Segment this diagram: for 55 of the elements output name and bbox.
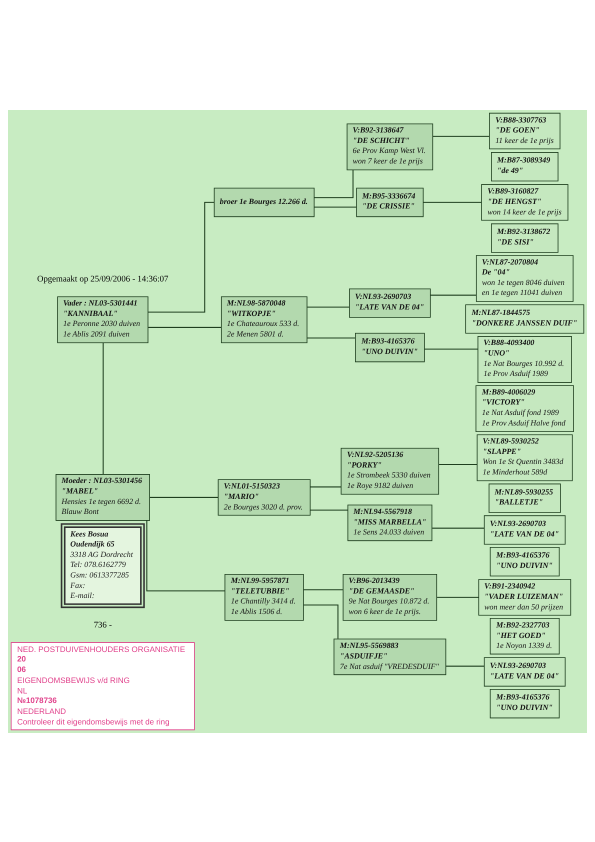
node-box: M:B89-4006029 "VICTORY" 1e Nat Asduif fond 1989 1e Prov Asduif Halve fond [476, 384, 574, 432]
node-box: V:NL01-5150323 "MARIO" 2e Bourges 3020 d. prov. [218, 478, 311, 516]
connector [307, 337, 356, 338]
node-box: V:NL93-2690703 "LATE VAN DE 04" [349, 288, 431, 318]
connector [102, 342, 104, 474]
node-box: V:B96-2013439 "DE GEMAASDE" 9e Nat Bourges 10.872 d. won 6 keer de 1e prijs. [342, 573, 438, 620]
node-box: M:B93-4165376 "UNO DUIVIN" [490, 688, 560, 718]
connector [446, 665, 484, 666]
node-box: V:NL92-5205136 "PORKY" 1e Strombeek 5330 duiven 1e Roye 9182 duiven [340, 447, 440, 494]
node-box: Vader : NL03-5301441 "KANNIBAAL" 1e Peronne 2030 duiven 1e Ablis 2091 duiven [57, 296, 148, 343]
connector [310, 509, 348, 510]
connector [314, 169, 354, 198]
node-box: V:NL93-2690703 "LATE VAN DE 04" [484, 514, 566, 544]
connector [437, 596, 478, 598]
label: Opgemaakt op 25/09/2006 - 14:36:07 [37, 273, 168, 284]
node-box: V:B88-3307763 "DE GOEN" 11 keer de 1e prijs [489, 112, 560, 149]
node-box: M:B92-3138672 "DE SISI" [491, 222, 558, 252]
node-box: NED. POSTDUIVENHOUDERS ORGANISATIE 20 06 EIGENDOMSBEWIJS v/d RING NL №1078736 NEDERLAND Controleer dit eigendomsbewijs met de ring [10, 642, 195, 730]
connector [150, 496, 218, 498]
node-box: Kees Bosua Oudendijk 65 3318 AG Dordrecht Tel: 078.6162779 Gsm: 0613377285 Fax: E-mail: [60, 522, 145, 608]
node-box: Moeder : NL03-5301456 "MABEL" Hensies 1e tegen 6692 d. Blauw Bont [56, 474, 150, 520]
node-box: V:B92-3138647 "DE SCHICHT" 6e Prov Kamp West Vl. won 7 keer de 1e prijs [346, 122, 434, 170]
node-box: M:NL94-5567918 "MISS MARBELLA" 1e Sens 24.033 duiven [347, 504, 432, 541]
connector [304, 588, 343, 590]
node-box: M:B93-4165376 "UNO DUIVIN" [355, 332, 425, 362]
connector [310, 486, 342, 487]
node-box: M:NL99-5957871 "TELETUBBIE" 1e Chantilly 3414 d. 1e Ablis 1506 d. [224, 573, 304, 620]
node-box: M:NL87-1844575 "DONKERE JANSSEN DUIF" [465, 304, 584, 334]
node-box: M:B87-3089349 "de 49" [491, 152, 558, 181]
node-box: M:NL98-5870048 "WITKOPJE" 1e Chateauroux 533 d. 2e Menen 5801 d. [220, 296, 308, 343]
connector [146, 520, 225, 591]
node-box: M:B95-3336674 "DE CRISSIE" [356, 187, 424, 217]
connector [424, 348, 478, 350]
node-box: V:B89-3160827 "DE HENGST" won 14 keer de 1e prijs [481, 184, 568, 220]
connector [148, 326, 222, 328]
connector [438, 464, 478, 465]
label: 736 - [94, 618, 112, 629]
connector [307, 306, 350, 308]
connector [148, 201, 214, 312]
connector [423, 201, 482, 202]
connector [304, 604, 338, 638]
connector [314, 206, 356, 208]
node-box: V:NL87-2070804 De "04" won 1e tegen 8046 duiven en 1e tegen 11041 duiven [476, 254, 574, 302]
node-box: broer 1e Bourges 12.266 d. [214, 187, 315, 217]
node-box: V:NL89-5930252 "SLAPPE" Won 1e St Quentin 3483d 1e Minderhout 589d [476, 434, 573, 481]
node-box: M:NL95-5569883 "ASDUIFJE" 7e Nat asduif "VREDESDUIF" [334, 638, 446, 675]
node-box: M:B93-4165376 "UNO DUIVIN" [490, 546, 560, 576]
connector [430, 294, 476, 296]
node-box: V:B88-4093400 "UNO" 1e Nat Bourges 10.992 d. 1e Prov Asduif 1989 [478, 336, 572, 382]
connector [432, 135, 490, 136]
node-box: M:B92-2327703 "HET GOED" 1e Noyon 1339 d. [490, 618, 560, 654]
connector [432, 527, 484, 528]
node-box: M:NL89-5930255 "BALLETJE" [488, 483, 561, 512]
node-box: V:B91-2340942 "VADER LUIZEMAN" won meer dan 50 prijzen [478, 578, 572, 616]
node-box: V:NL93-2690703 "LATE VAN DE 04" [484, 656, 566, 686]
